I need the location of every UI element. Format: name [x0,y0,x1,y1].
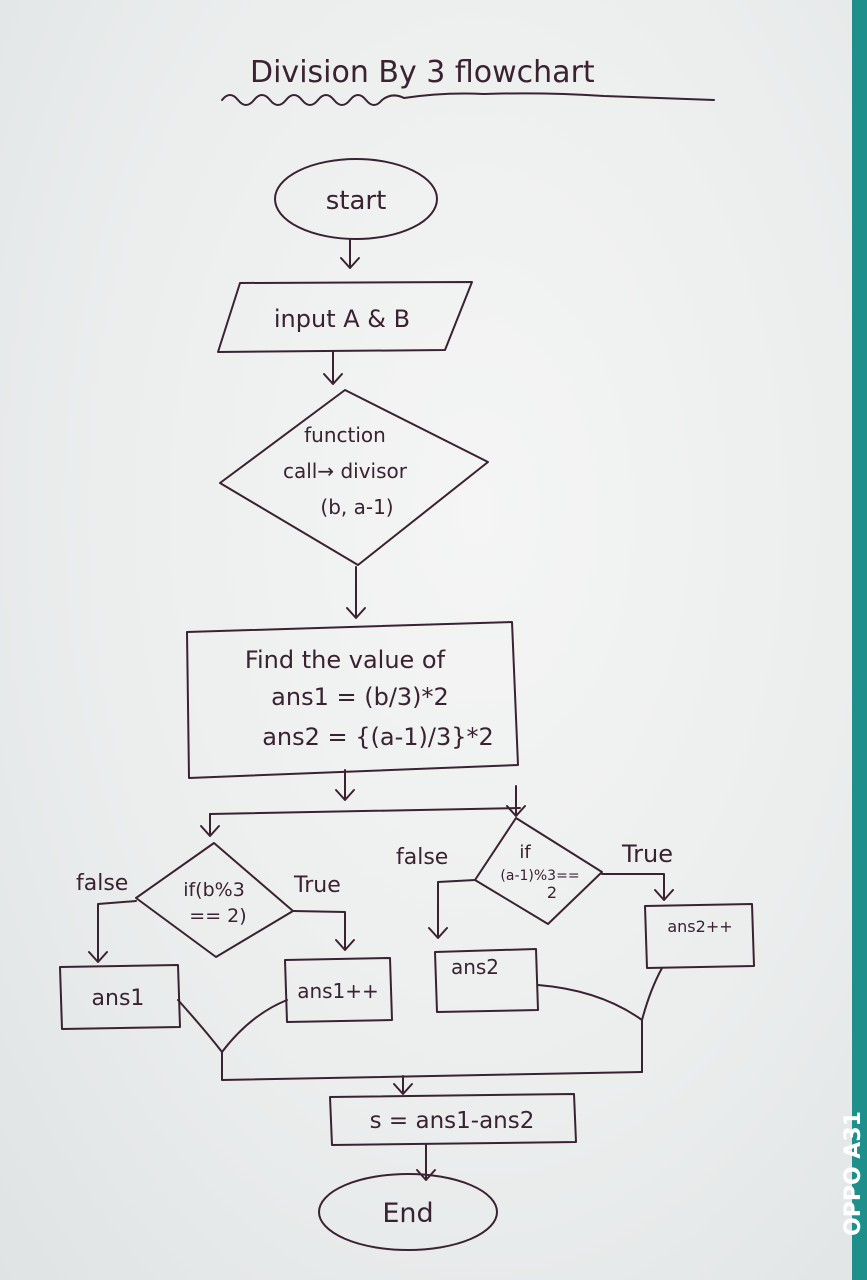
function-call-node: function call→ divisor (b, a-1) [219,389,489,566]
arrow-start-input [340,239,360,269]
camera-watermark: OPPO A31 [841,1111,866,1236]
arrow-left-true [292,910,355,951]
result-node: s = ans1-ans2 [329,1093,577,1146]
end-label: End [382,1198,433,1229]
start-node: start [274,158,438,240]
arrow-right-true [601,873,674,901]
title-underline [221,92,715,106]
process-line2: ans1 = (b/3)*2 [271,683,449,711]
arrow-process-split [335,769,355,801]
ans2-label: ans2 [451,955,499,979]
arrow-right-false [428,879,476,939]
decision-right-true-label: True [621,840,673,868]
ans2-inc-label: ans2++ [667,917,732,936]
input-label: input A & B [274,305,410,333]
connector-ans2-merge [537,984,643,1021]
ans1-inc-label: ans1++ [297,979,379,1003]
decision-right-line2: (a-1)%3== [500,868,579,884]
arrow-to-left-decision [200,813,220,837]
ans1-inc-node: ans1++ [284,957,393,1023]
ans1-node: ans1 [59,964,181,1030]
end-node: End [318,1173,498,1251]
arrow-to-right-decision [506,785,526,817]
ans1-label: ans1 [92,986,145,1011]
connector-ans2inc-merge [641,967,663,1021]
process-node: Find the value of ans1 = (b/3)*2 ans2 = … [186,621,519,779]
result-label: s = ans1-ans2 [370,1108,535,1134]
watermark-text: OPPO A31 [841,1111,866,1236]
arrow-input-function [323,351,343,385]
decision-right-line3: 2 [547,883,557,902]
arrow-merge-result [393,1075,413,1095]
decision-right-false-label: false [396,845,448,870]
decision-left-true-label: True [293,873,341,898]
connector-ans1inc-merge [221,999,288,1053]
diagram-title: Division By 3 flowchart [250,55,595,90]
connector-ans1-merge [177,999,223,1053]
decision-left-line1: if(b%3 [183,879,245,901]
ans2-inc-node: ans2++ [644,903,755,969]
arrow-left-false [88,900,137,963]
function-call-line2: call→ divisor [283,459,408,483]
arrow-function-process [346,566,366,619]
branch-split-line [209,807,521,815]
function-call-line1: function [304,423,386,447]
input-node: input A & B [217,281,473,353]
ans2-node: ans2 [434,948,539,1013]
background-edge [852,0,867,1280]
decision-left-line2: == 2) [189,905,246,927]
function-call-line3: (b, a-1) [320,495,393,519]
process-line1: Find the value of [245,646,446,674]
merge-line [221,1051,643,1081]
decision-left-false-label: false [76,871,128,896]
decision-right-node: if (a-1)%3== 2 [474,817,603,925]
decision-right-line1: if [519,842,531,863]
process-line3: ans2 = {(a-1)/3}*2 [262,723,494,751]
start-label: start [326,186,387,216]
decision-left-node: if(b%3 == 2) [135,842,294,958]
